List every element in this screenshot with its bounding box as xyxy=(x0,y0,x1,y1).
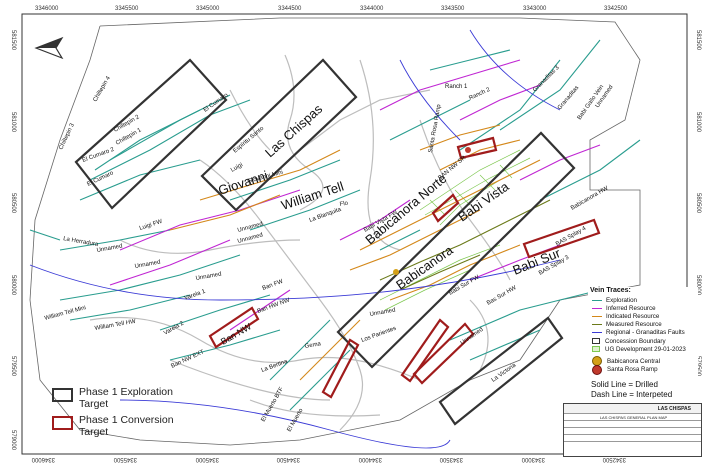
title-block-row xyxy=(564,442,701,448)
coord-bottom: 3344000 xyxy=(358,456,382,462)
conversion-target-box xyxy=(412,322,475,385)
conversion-targets xyxy=(208,136,601,399)
coord-top: 3343000 xyxy=(523,6,547,12)
svg-text:Flo: Flo xyxy=(339,200,349,207)
coord-left: 580500 xyxy=(10,193,16,214)
svg-text:Luigi: Luigi xyxy=(230,162,244,174)
coord-top: 3345000 xyxy=(196,6,220,12)
coord-right: 579500 xyxy=(695,356,701,377)
legend-item-babicanora-central: Babicanora Central xyxy=(592,356,698,367)
coord-bottom: 3345500 xyxy=(113,456,137,462)
exploration-target-box xyxy=(200,58,358,212)
legend-swatch xyxy=(592,332,602,334)
coord-bottom: 3343500 xyxy=(439,456,463,462)
concession-boundary xyxy=(29,17,641,446)
legend-swatch xyxy=(592,338,600,345)
exploration-box-swatch xyxy=(52,388,73,402)
top-coordinates: 3346000 3345500 3345000 3344500 3344000 … xyxy=(35,6,628,12)
babicanora-central-marker xyxy=(393,269,399,275)
plan-title: LAS CHISPAS GENERAL PLAN MAP xyxy=(564,414,701,421)
coord-top: 3346000 xyxy=(35,6,59,12)
coord-left: 581500 xyxy=(10,30,16,51)
conversion-target-box xyxy=(321,338,360,399)
company-name: LAS CHISPAS xyxy=(564,404,701,414)
title-block-row xyxy=(564,421,701,428)
coord-top: 3345500 xyxy=(115,6,139,12)
svg-text:Unnamed: Unnamed xyxy=(369,308,396,318)
phase-conversion-item: Phase 1 Conversion Target xyxy=(52,414,189,438)
coord-top: 3342500 xyxy=(604,6,628,12)
legend-swatch xyxy=(592,324,602,326)
svg-text:Gema: Gema xyxy=(304,341,322,350)
legend-swatch xyxy=(592,315,602,317)
legend-swatch xyxy=(592,299,602,301)
exploration-target-box xyxy=(336,131,576,369)
legend-item-ug-development: UG Development 29-01-2023 xyxy=(592,345,698,353)
legend-item-inferred: Inferred Resource xyxy=(592,304,698,312)
vein-traces xyxy=(29,29,641,449)
coord-right: 580000 xyxy=(695,275,701,296)
svg-text:Unnamed: Unnamed xyxy=(195,272,222,282)
legend-swatch xyxy=(592,307,602,309)
coord-left: 581000 xyxy=(10,112,16,133)
phase-exploration-item: Phase 1 Exploration Target xyxy=(52,386,189,410)
legend-line-style-note: Solid Line = Drilled Dash Line = Interpe… xyxy=(591,379,673,399)
svg-text:Unnamed: Unnamed xyxy=(96,244,123,254)
exploration-target-box xyxy=(74,58,228,210)
legend-item-indicated: Indicated Resource xyxy=(592,312,698,320)
exploration-target-box xyxy=(438,316,564,426)
coord-bottom: 3346000 xyxy=(31,456,55,462)
title-block: LAS CHISPAS LAS CHISPAS GENERAL PLAN MAP xyxy=(563,403,702,457)
title-block-row xyxy=(564,435,701,442)
left-coordinates: 581500 581000 580500 580000 579500 57900… xyxy=(10,30,16,451)
coord-bottom: 3342500 xyxy=(602,456,626,462)
legend-title: Vein Traces: xyxy=(590,287,631,294)
legend-item-concession: Concession Boundary xyxy=(592,337,698,345)
conversion-target-box xyxy=(208,306,260,349)
conversion-target-box xyxy=(522,218,601,259)
legend-item-exploration: Exploration xyxy=(592,296,698,304)
coord-right: 580500 xyxy=(695,193,701,214)
coord-left: 579500 xyxy=(10,356,16,377)
legend-item-regional: Regional - Granaditas Faults xyxy=(592,329,698,337)
coord-top: 3344500 xyxy=(278,6,302,12)
svg-text:Unnamed: Unnamed xyxy=(134,260,161,270)
conversion-target-box xyxy=(456,136,498,160)
coord-left: 580000 xyxy=(10,275,16,296)
map-frame xyxy=(21,13,688,455)
conversion-target-box xyxy=(400,318,450,383)
coord-bottom: 3345000 xyxy=(195,456,219,462)
exploration-targets xyxy=(74,58,576,426)
coord-bottom: 3343000 xyxy=(521,456,545,462)
coord-bottom: 3344500 xyxy=(276,456,300,462)
phase-target-legend: Phase 1 Exploration Target Phase 1 Conve… xyxy=(52,386,189,442)
map-legend: Vein Traces: Exploration Inferred Resour… xyxy=(588,287,698,405)
ramp-icon xyxy=(592,364,602,375)
coord-right: 581000 xyxy=(695,112,701,133)
title-block-row xyxy=(564,428,701,435)
legend-item-santa-rosa-ramp: Santa Rosa Ramp xyxy=(592,364,698,375)
legend-item-measured: Measured Resource xyxy=(592,321,698,329)
coord-right: 581500 xyxy=(695,30,701,51)
coord-left: 579000 xyxy=(10,430,16,451)
bottom-coordinates: 3346000 3345500 3345000 3344500 3344000 … xyxy=(31,456,626,462)
conversion-target-box xyxy=(431,193,460,223)
coord-top: 3344000 xyxy=(360,6,384,12)
santa-rosa-ramp-marker xyxy=(465,147,471,153)
legend-swatch xyxy=(592,346,600,353)
north-arrow-icon xyxy=(34,36,64,60)
svg-text:Ranch 1: Ranch 1 xyxy=(445,84,468,90)
coord-top: 3343500 xyxy=(441,6,465,12)
conversion-box-swatch xyxy=(52,416,73,430)
